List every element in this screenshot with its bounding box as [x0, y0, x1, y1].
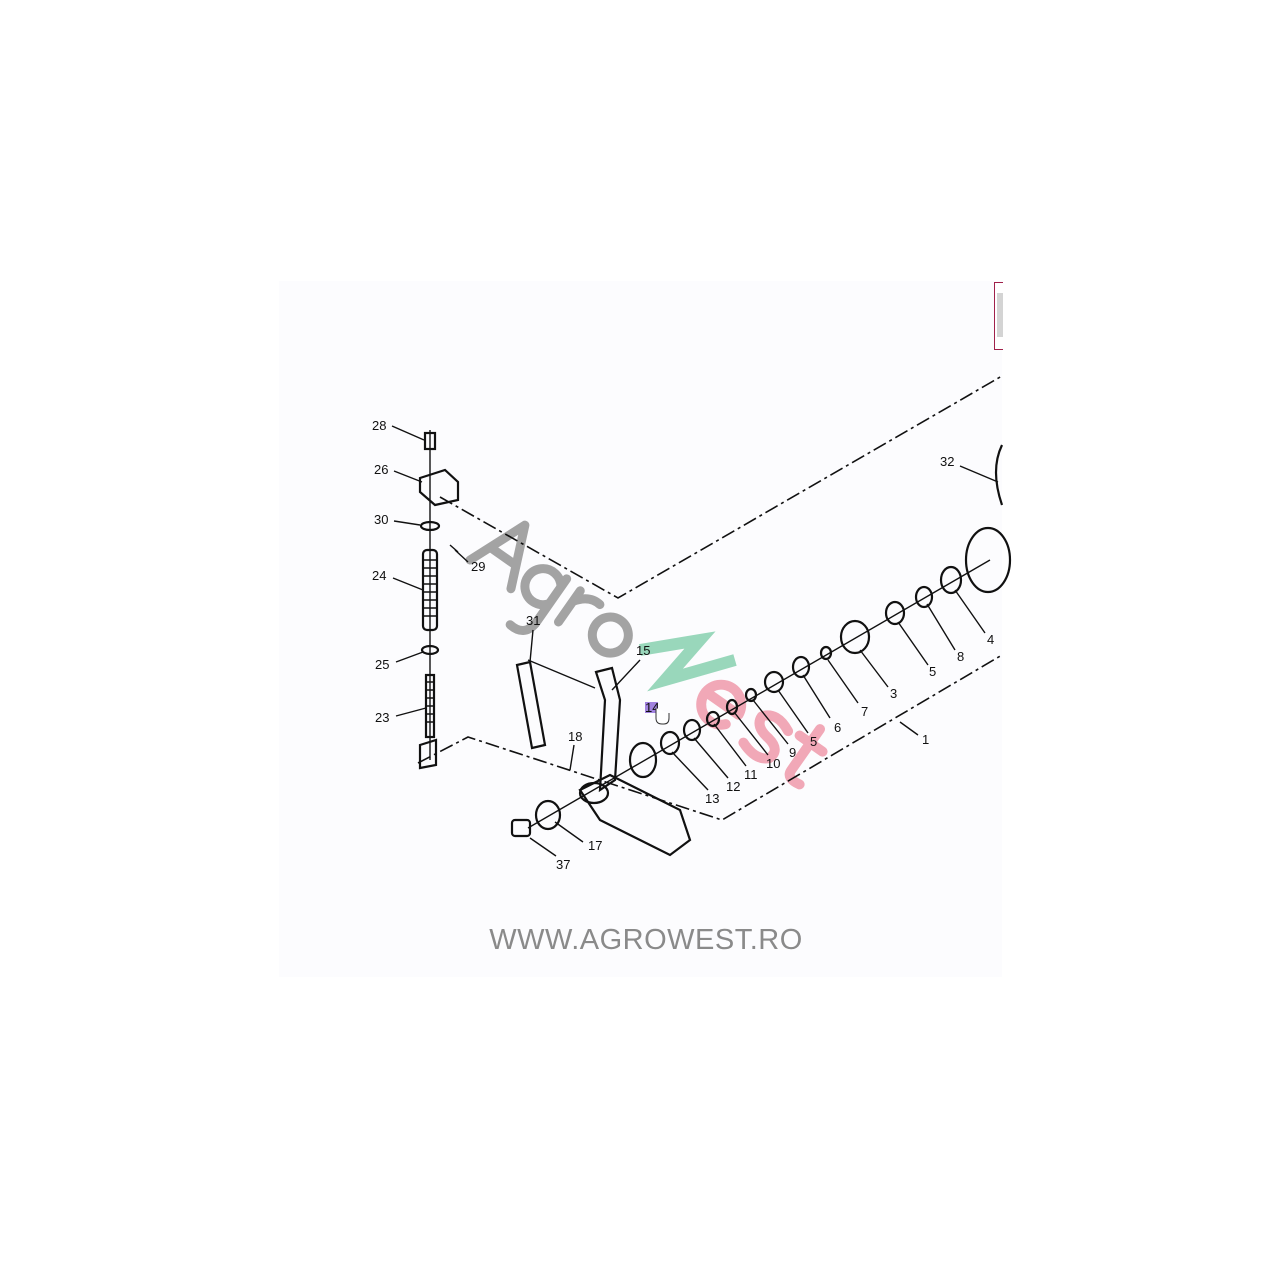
- callout-31[interactable]: 31: [526, 613, 540, 628]
- callout-9[interactable]: 9: [789, 745, 796, 760]
- shaft-ring-stack: [527, 444, 1012, 829]
- callout-8[interactable]: 8: [957, 649, 964, 664]
- diagram-panel: [279, 281, 1002, 977]
- assembly-outline-lines: [417, 375, 1003, 821]
- callout-12[interactable]: 12: [726, 779, 740, 794]
- agrowest-logo-watermark: [465, 520, 828, 790]
- callout-24[interactable]: 24: [372, 568, 386, 583]
- callout-13[interactable]: 13: [705, 791, 719, 806]
- callout-highlight: [645, 702, 658, 713]
- callout-15[interactable]: 15: [636, 643, 650, 658]
- callout-10[interactable]: 10: [766, 756, 780, 771]
- callout-5b[interactable]: 5: [929, 664, 936, 679]
- callout-37[interactable]: 37: [556, 857, 570, 872]
- callout-7[interactable]: 7: [861, 704, 868, 719]
- callout-labels: 28 26 30 29 24 25 23 31 15 14 18 17 37 1…: [372, 418, 999, 872]
- hand-cursor-icon: [655, 708, 670, 725]
- callout-28[interactable]: 28: [372, 418, 386, 433]
- callout-23[interactable]: 23: [375, 710, 389, 725]
- callout-25[interactable]: 25: [375, 657, 389, 672]
- callout-1[interactable]: 1: [922, 732, 929, 747]
- side-scroll-tab[interactable]: [994, 282, 1003, 350]
- shock-absorber-assembly: [418, 430, 460, 770]
- bracket-and-arm-parts: [510, 660, 692, 857]
- callout-17[interactable]: 17: [588, 838, 602, 853]
- callout-26[interactable]: 26: [374, 462, 388, 477]
- callout-4[interactable]: 4: [987, 632, 994, 647]
- callout-29[interactable]: 29: [471, 559, 485, 574]
- callout-30[interactable]: 30: [374, 512, 388, 527]
- callout-11[interactable]: 11: [744, 767, 758, 782]
- callout-18[interactable]: 18: [568, 729, 582, 744]
- callout-3[interactable]: 3: [890, 686, 897, 701]
- website-watermark: WWW.AGROWEST.RO: [489, 924, 803, 956]
- callout-32[interactable]: 32: [940, 454, 954, 469]
- callout-6[interactable]: 6: [834, 720, 841, 735]
- callout-5[interactable]: 5: [810, 734, 817, 749]
